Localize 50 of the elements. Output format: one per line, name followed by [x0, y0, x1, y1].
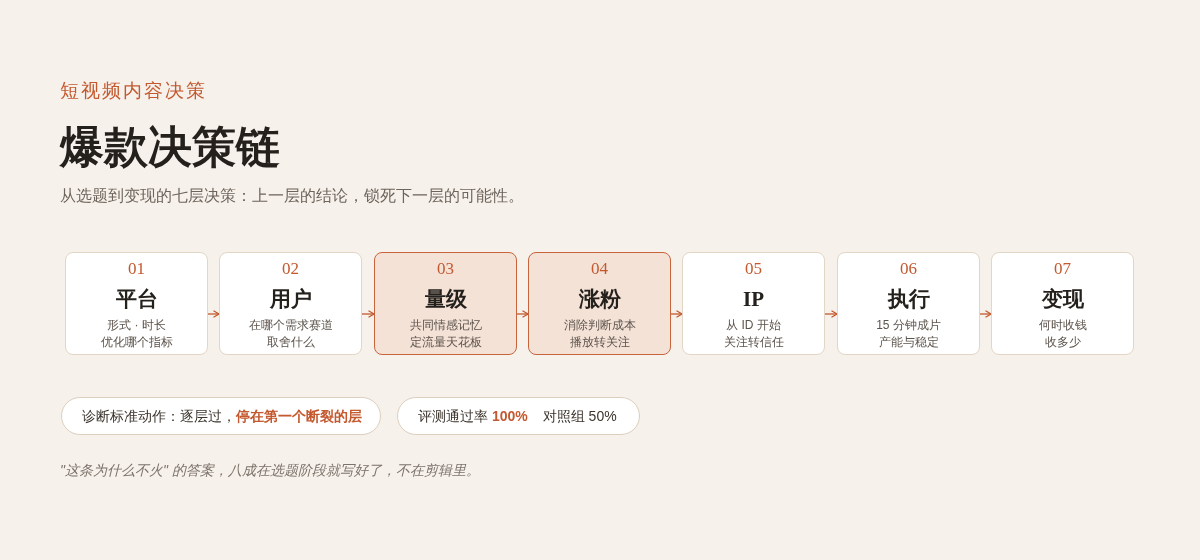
- arrow: [670, 310, 683, 318]
- info-pill: [61, 397, 381, 435]
- step-description: 在哪个需求赛道: [248, 317, 333, 334]
- step-title: 平台: [115, 286, 158, 312]
- arrow: [361, 310, 375, 318]
- step-title: 涨粉: [578, 286, 621, 312]
- footnote: "这条为什么不火" 的答案，八成在选题阶段就写好了，不在剪辑里。: [60, 461, 480, 480]
- step-description: 关注转信任: [723, 334, 784, 351]
- step-card: [837, 252, 980, 355]
- step-description: 消除判断成本: [563, 317, 636, 334]
- section-label: 短视频内容决策: [60, 79, 207, 103]
- step-title: 变现: [1041, 286, 1084, 312]
- step-description: 从 ID 开始: [726, 317, 781, 334]
- step-description: 取舍什么: [266, 334, 315, 351]
- step-card: [374, 252, 517, 355]
- note-text: 诊断标准动作：逐层过，停在第一个断裂的层: [82, 407, 362, 426]
- step-number: 04: [591, 259, 608, 279]
- arrow: [824, 310, 838, 318]
- step-number: 03: [437, 259, 454, 279]
- info-pill: [397, 397, 640, 435]
- arrow: [979, 310, 992, 318]
- step-number: 06: [900, 259, 917, 279]
- step-number: 01: [128, 259, 145, 279]
- page-title: 爆款决策链: [60, 121, 280, 173]
- step-description: 产能与稳定: [878, 334, 939, 351]
- step-number: 07: [1054, 259, 1071, 279]
- metric-text: 评测通过率 100%: [418, 407, 528, 426]
- step-description: 优化哪个指标: [100, 334, 173, 351]
- step-card: [65, 252, 208, 355]
- step-description: 定流量天花板: [409, 334, 482, 351]
- step-card: [528, 252, 671, 355]
- metric-text: 对照组 50%: [542, 407, 617, 426]
- step-description: 收多少: [1044, 334, 1081, 351]
- step-number: 02: [282, 259, 299, 279]
- subtitle: 从选题到变现的七层决策：上一层的结论，锁死下一层的可能性。: [60, 186, 524, 206]
- step-description: 形式 · 时长: [107, 317, 166, 334]
- step-card: [682, 252, 825, 355]
- arrow: [516, 310, 529, 318]
- step-description: 播放转关注: [569, 334, 630, 351]
- step-title: 量级: [424, 286, 467, 312]
- step-title: IP: [743, 286, 764, 312]
- step-card: [219, 252, 362, 355]
- step-card: [991, 252, 1134, 355]
- step-title: 执行: [887, 286, 930, 312]
- step-description: 共同情感记忆: [409, 317, 482, 334]
- step-title: 用户: [269, 286, 312, 312]
- arrow: [207, 310, 220, 318]
- step-description: 何时收钱: [1038, 317, 1087, 334]
- step-number: 05: [745, 259, 762, 279]
- step-description: 15 分钟成片: [876, 317, 941, 334]
